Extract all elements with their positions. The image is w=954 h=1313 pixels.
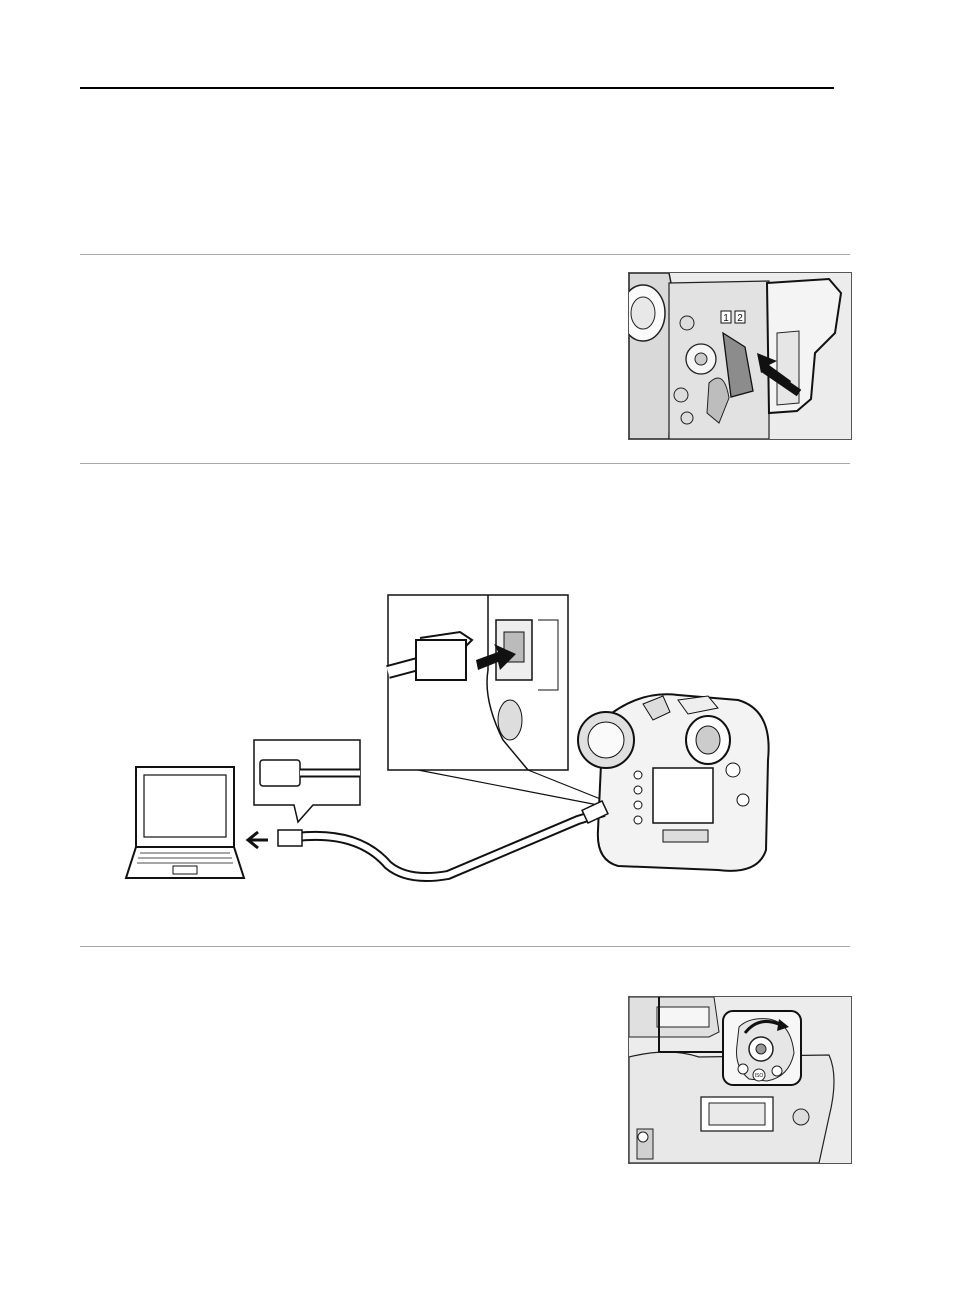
- power-switch-illustration: ISO: [628, 996, 852, 1164]
- ethernet-cable-connection-diagram: [118, 590, 788, 890]
- section-divider-2: [80, 463, 850, 464]
- memory-card-insertion-illustration: 1 2: [628, 272, 852, 440]
- section-divider-1: [80, 254, 850, 255]
- iso-button-label: ISO: [755, 1073, 764, 1079]
- slot-2-label: 2: [737, 313, 743, 324]
- slot-1-label: 1: [723, 313, 729, 324]
- header-rule: [80, 87, 834, 89]
- section-divider-3: [80, 946, 850, 947]
